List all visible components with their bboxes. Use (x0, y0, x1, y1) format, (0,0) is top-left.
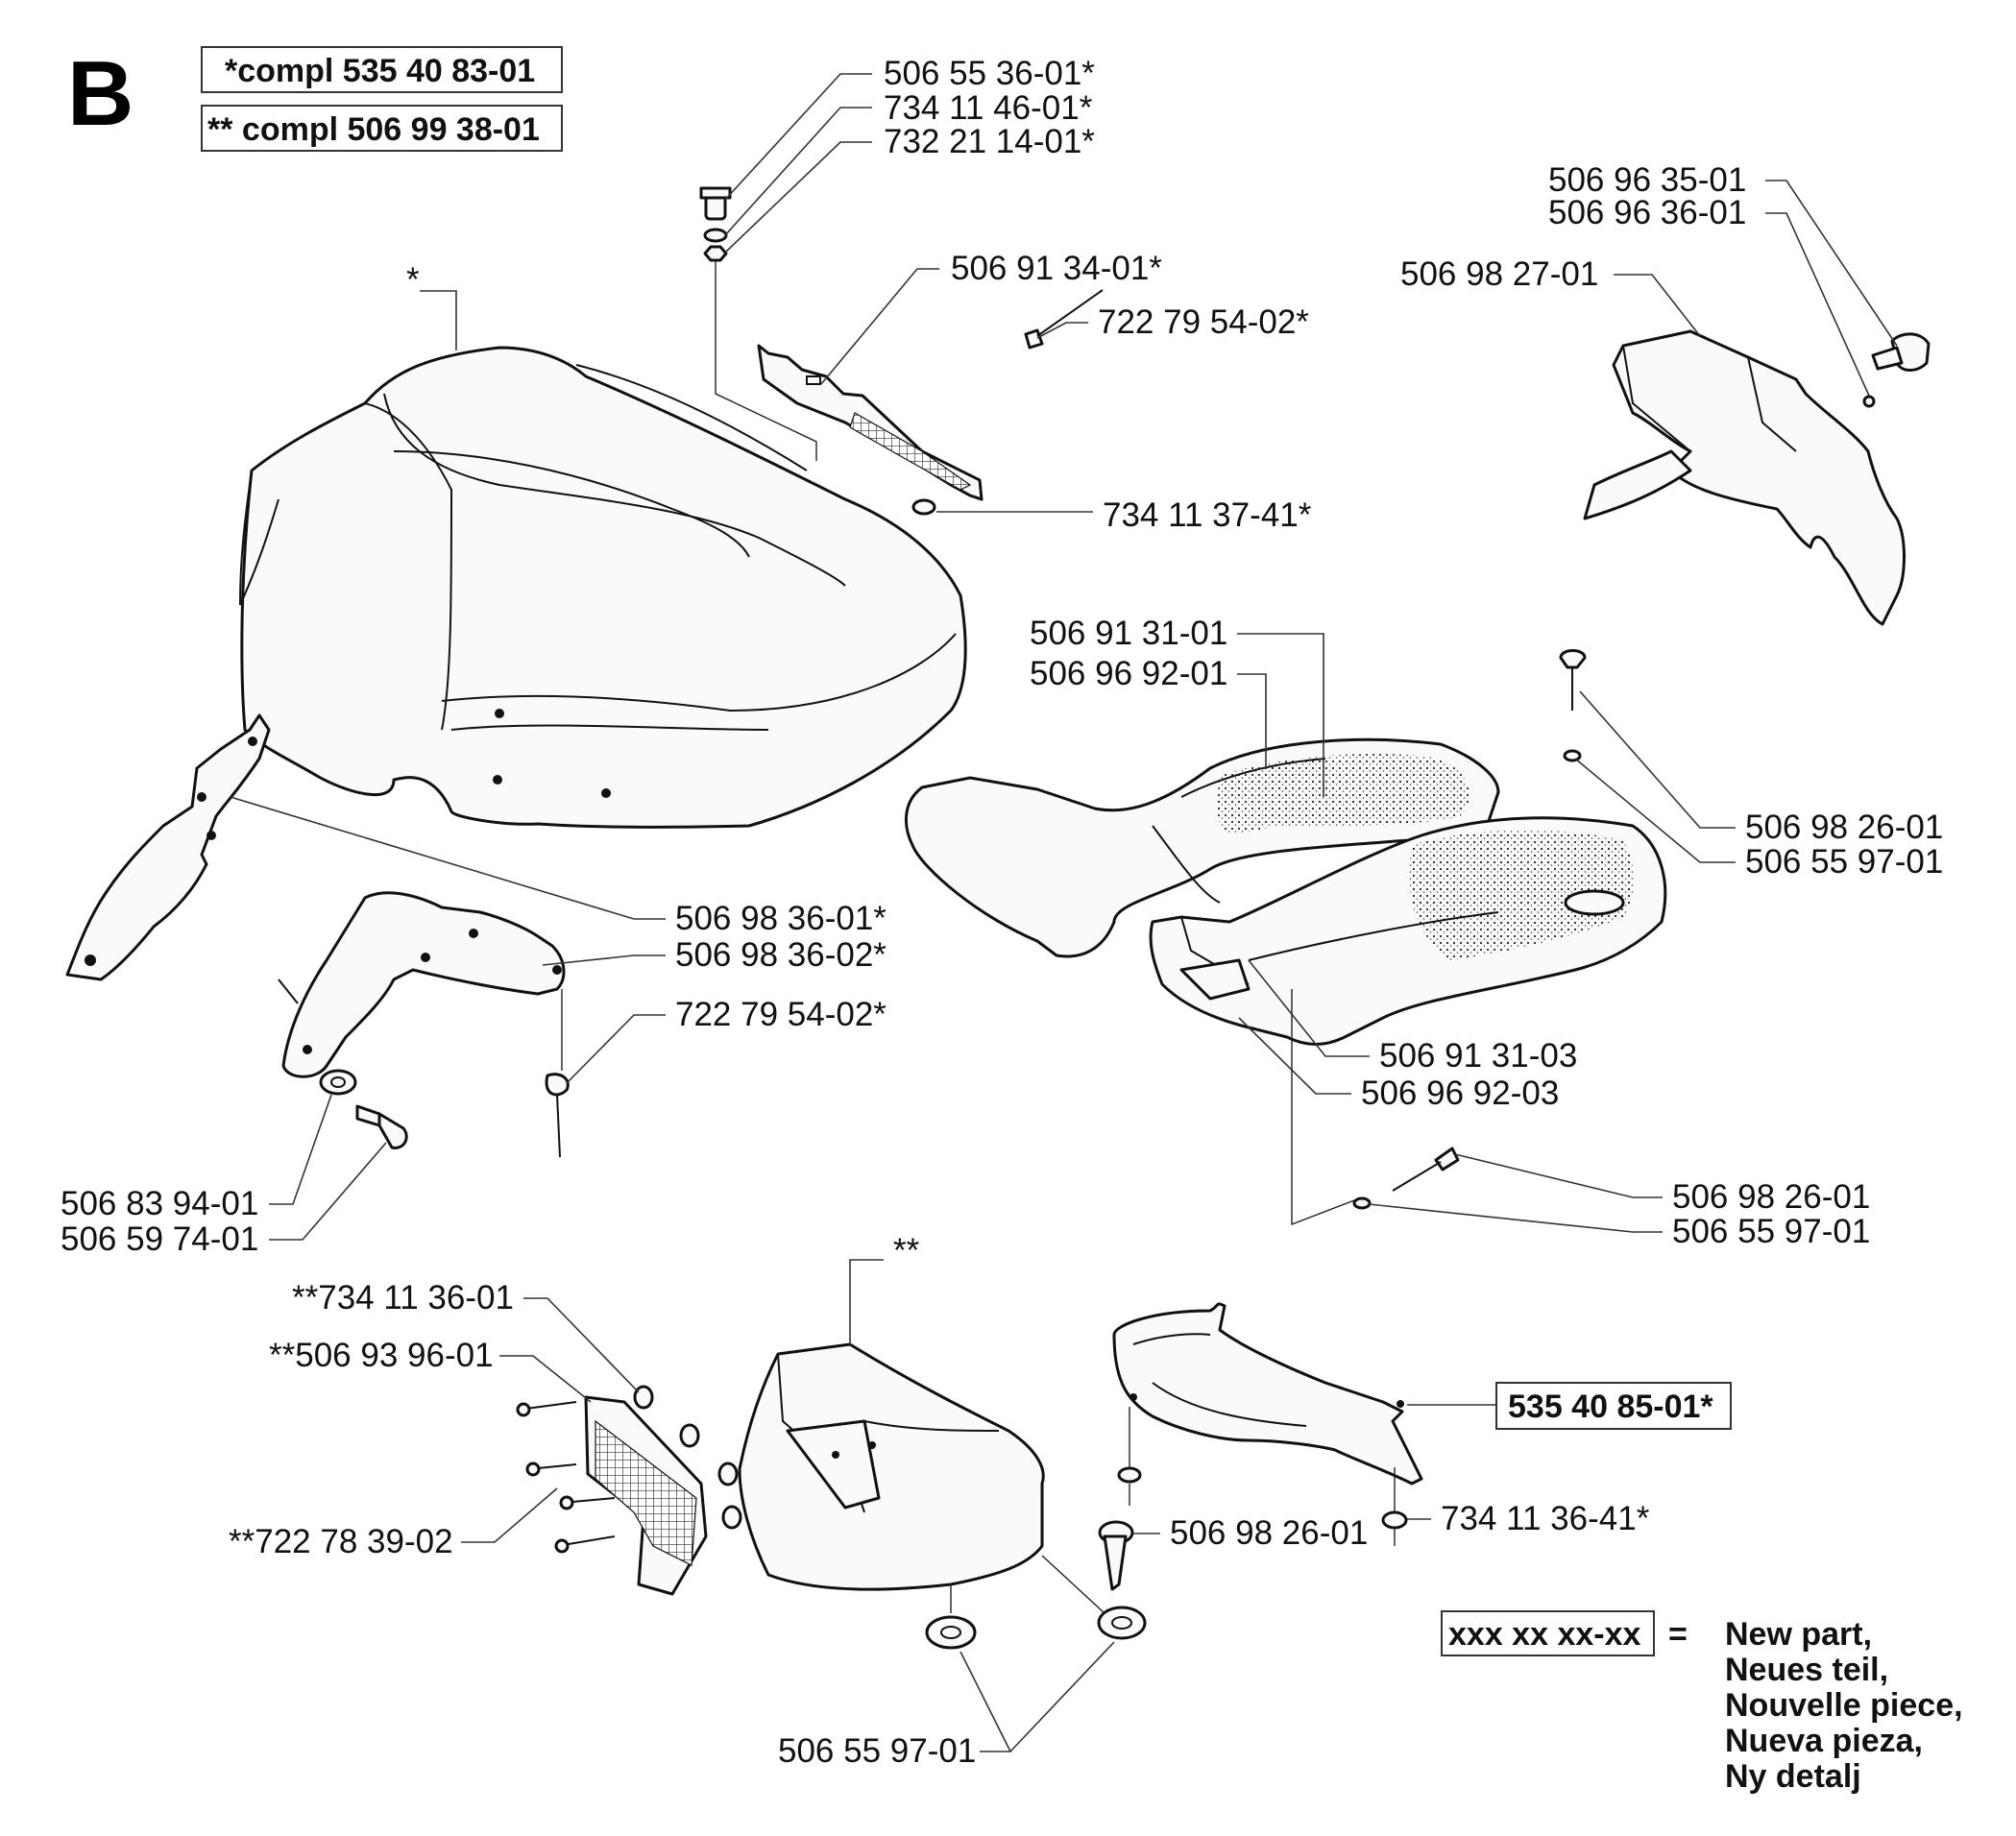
legend-line-3: Nouvelle piece, (1725, 1687, 1963, 1724)
label-506-98-26-b: 506 98 26-01 (1672, 1178, 1870, 1216)
screw-right-upper (1559, 649, 1587, 762)
new-part-box-535-40-85 (1495, 1382, 1732, 1430)
label-722-79-54-top: 722 79 54-02* (1098, 303, 1309, 341)
label-722-78-39: **722 78 39-02 (229, 1523, 453, 1560)
kit-box-1 (201, 46, 563, 93)
label-734-11-36-01: **734 11 36-01 (292, 1279, 514, 1317)
nuts-bottom (633, 1385, 742, 1530)
legend-line-1: New part, (1725, 1616, 1872, 1653)
pin-top (1024, 289, 1104, 350)
right-cover-part (1583, 329, 1906, 626)
grille-plate (757, 344, 984, 501)
legend-key: xxx xx xx-xx (1448, 1616, 1640, 1653)
label-732-21-14: 732 21 14-01* (884, 123, 1095, 160)
washer-bowl-left (1117, 1466, 1142, 1484)
bottom-shroud-part (738, 1342, 1045, 1591)
label-734-11-37: 734 11 37-41* (1103, 496, 1312, 534)
kit-label-2: ** compl 506 99 38-01 (207, 111, 540, 148)
bolt-stack-top (699, 186, 732, 262)
label-734-11-46: 734 11 46-01* (884, 89, 1093, 127)
legend-equals: = (1668, 1616, 1688, 1653)
label-506-55-36: 506 55 36-01* (884, 55, 1095, 92)
label-506-93-96: **506 93 96-01 (269, 1337, 494, 1374)
label-506-98-36-01: 506 98 36-01* (675, 900, 887, 937)
label-506-55-97-a: 506 55 97-01 (1745, 843, 1943, 881)
legend-line-4: Nueva pieza, (1725, 1723, 1923, 1759)
label-506-96-92-03: 506 96 92-03 (1361, 1075, 1559, 1112)
washer-bolt-left (319, 1069, 408, 1149)
label-506-98-27: 506 98 27-01 (1400, 255, 1598, 293)
washer-734-11-36-41 (1381, 1510, 1408, 1530)
kit-label-1: *compl 535 40 83-01 (225, 53, 535, 89)
section-letter: B (67, 42, 134, 145)
label-506-98-26-a: 506 98 26-01 (1745, 809, 1943, 846)
legend-line-2: Neues teil, (1725, 1652, 1888, 1688)
pin-middle (545, 1073, 570, 1158)
label-506-55-97-c: 506 55 97-01 (778, 1732, 976, 1770)
rivets-bottom (516, 1401, 616, 1554)
bowl-part (1112, 1302, 1423, 1486)
label-506-98-36-02: 506 98 36-02* (675, 936, 887, 974)
bracket-left-02 (278, 891, 566, 1078)
label-506-91-31-01: 506 91 31-01 (1030, 615, 1227, 652)
label-506-96-36: 506 96 36-01 (1548, 194, 1746, 231)
label-506-91-34: 506 91 34-01* (951, 250, 1162, 287)
bracket-left-01 (65, 713, 271, 981)
knob-506-96-35 (1871, 332, 1931, 372)
washer-734-11-37 (911, 498, 936, 516)
label-506-55-97-b: 506 55 97-01 (1672, 1213, 1870, 1250)
washer-bottom-left (925, 1615, 977, 1650)
seat-pan-rear (904, 737, 1500, 958)
label-506-59-74: 506 59 74-01 (61, 1220, 258, 1258)
washer-506-96-36 (1862, 395, 1876, 408)
label-506-83-94: 506 83 94-01 (61, 1185, 258, 1222)
hood-part (239, 346, 967, 829)
legend-line-5: Ny detalj (1725, 1758, 1861, 1795)
washer-bottom-right (1097, 1606, 1147, 1640)
label-506-96-35: 506 96 35-01 (1548, 161, 1746, 199)
label-506-98-26-c: 506 98 26-01 (1170, 1514, 1368, 1552)
legend-key-box (1441, 1610, 1655, 1656)
hood-star-label: * (406, 261, 420, 299)
label-bottom-double-star: ** (893, 1232, 920, 1269)
screw-right-lower (1352, 1147, 1460, 1210)
label-734-11-36-41: 734 11 36-41* (1441, 1500, 1650, 1537)
screw-bowl (1098, 1520, 1134, 1591)
label-506-91-31-03: 506 91 31-03 (1379, 1037, 1577, 1075)
grille-panel-bottom (584, 1395, 708, 1596)
kit-box-2 (201, 105, 563, 152)
label-722-79-54-mid: 722 79 54-02* (675, 996, 887, 1033)
label-506-96-92-01: 506 96 92-01 (1030, 655, 1227, 692)
label-535-40-85: 535 40 85-01* (1508, 1389, 1713, 1425)
seat-pan-front (1149, 816, 1667, 1046)
